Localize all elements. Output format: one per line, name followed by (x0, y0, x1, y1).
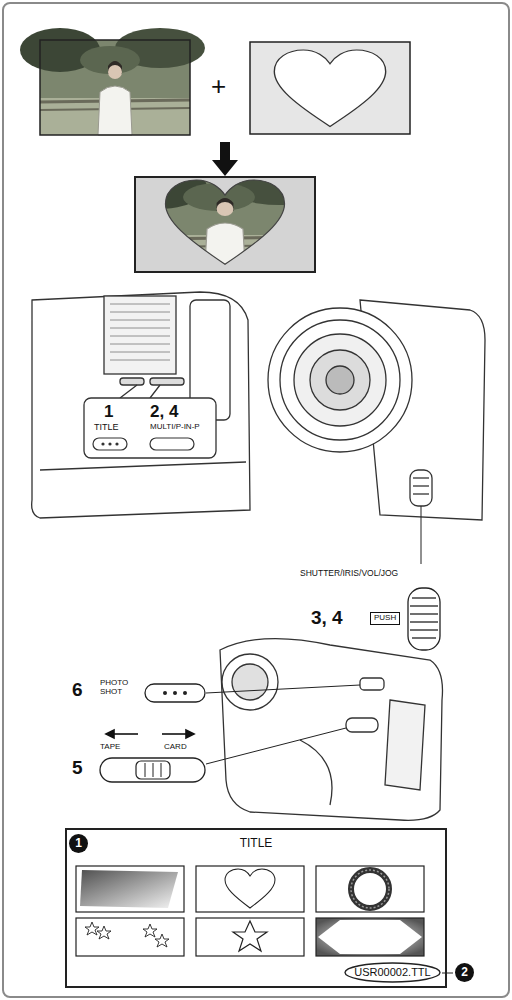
leader-line (206, 685, 360, 693)
step-number: 3, 4 (311, 608, 343, 629)
camcorder-rear (220, 639, 443, 821)
mode-slider (100, 758, 205, 782)
leader-line (421, 506, 422, 564)
leader-line (442, 973, 453, 974)
callout-number: 2 (455, 963, 474, 982)
menu-heading: TITLE (67, 837, 445, 851)
mode-label: TAPE (100, 743, 120, 752)
heart-frame (250, 42, 410, 134)
button-label: PHOTO SHOT (100, 679, 138, 697)
menu-screen: TITLE USR00002.TTL (65, 828, 447, 988)
combined-photo (111, 165, 333, 272)
callout-number: 1 (69, 834, 88, 853)
down-arrow (212, 142, 238, 176)
plus-sign: + (211, 72, 226, 101)
button-label: TITLE (94, 423, 119, 433)
title-thumbnails (76, 866, 424, 956)
mode-label: CARD (164, 743, 187, 752)
oval-shape (345, 963, 440, 982)
button-panel-callout (84, 398, 216, 458)
tape-card-arrows (106, 730, 194, 738)
camcorder-side (32, 292, 250, 518)
dial-label: SHUTTER/IRIS/VOL/JOG (300, 569, 398, 578)
step-number: 6 (72, 680, 83, 701)
file-name: USR00002.TTL (354, 966, 431, 979)
push-marker: PUSH (370, 612, 400, 625)
leader-line (206, 728, 346, 764)
camcorder-lens (268, 300, 485, 520)
button-label: MULTI/P-IN-P (150, 423, 200, 432)
photo-shot-button (145, 684, 205, 702)
file-name-oval: USR00002.TTL (344, 962, 441, 983)
step-number: 1 (104, 403, 113, 422)
source-photo (20, 28, 205, 135)
jog-dial (408, 588, 440, 650)
step-number: 2, 4 (150, 403, 178, 422)
outer-frame (3, 3, 509, 997)
step-number: 5 (72, 758, 83, 779)
